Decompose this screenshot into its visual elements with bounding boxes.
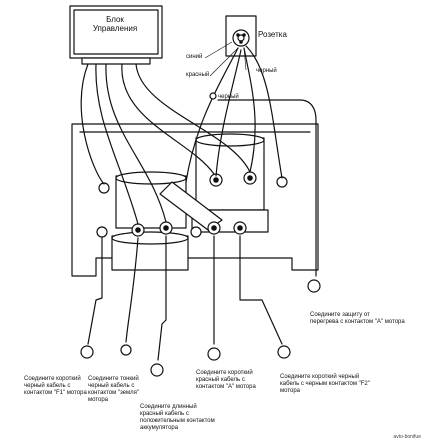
socket-title: Розетка [258, 30, 287, 39]
watermark: avto-bonifue [393, 434, 421, 440]
wire-label-black-top: черный [256, 68, 277, 74]
callout-f2: Соедините короткий черный кабель с черны… [280, 374, 370, 394]
callout-battery: Соедините длинный красный кабель с полож… [140, 404, 215, 431]
socket-wires [185, 45, 283, 183]
ground-cable [120, 237, 139, 356]
control-box [69, 5, 163, 65]
control-wires [80, 63, 251, 225]
callout-motor-a: Соедините короткий красный кабель с конт… [196, 370, 256, 390]
right-solenoid [191, 133, 269, 233]
socket [225, 15, 257, 57]
callout-ground: Соедините тонкий черный кабель с контакт… [88, 376, 140, 403]
motor-a-cable [207, 235, 221, 361]
control-box-title: Блок Управления [92, 15, 138, 33]
wire-label-red: красный [186, 72, 210, 78]
terminal-posts [96, 171, 288, 238]
callout-thermal: Соедините защиту от перегрева с контакто… [310, 312, 405, 325]
wire-label-blue: синий [186, 54, 203, 60]
label-leaders [204, 41, 247, 77]
mounting-plate [71, 123, 319, 277]
battery-cable [150, 235, 167, 377]
f2-cable [239, 235, 291, 359]
thermal-wire [217, 99, 321, 293]
wire-label-black-mid: черный [218, 94, 239, 100]
callout-f1: Соедините короткий черный кабель с конта… [24, 376, 87, 396]
left-solenoid [111, 171, 189, 271]
f1-cable [80, 237, 103, 359]
